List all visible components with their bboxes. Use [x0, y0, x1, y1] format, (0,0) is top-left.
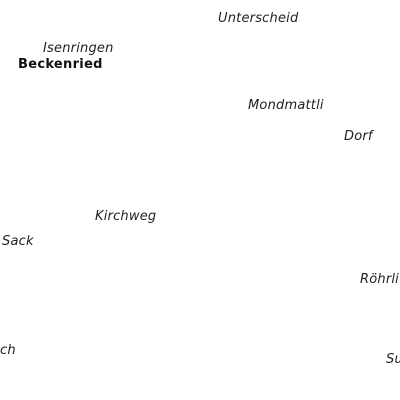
- place-label-dorf: Dorf: [344, 129, 373, 144]
- place-label-isenringen: Isenringen: [43, 41, 114, 56]
- place-label-unterscheid: Unterscheid: [218, 11, 299, 26]
- place-label-ch-partial: ch: [0, 343, 16, 358]
- place-label-kirchweg: Kirchweg: [95, 209, 157, 224]
- place-label-roehrli: Röhrli: [360, 272, 399, 287]
- place-label-sack: Sack: [2, 234, 34, 249]
- place-label-su-partial: Su: [386, 352, 400, 367]
- place-label-mondmattli: Mondmattli: [248, 98, 324, 113]
- place-label-beckenried: Beckenried: [18, 57, 103, 72]
